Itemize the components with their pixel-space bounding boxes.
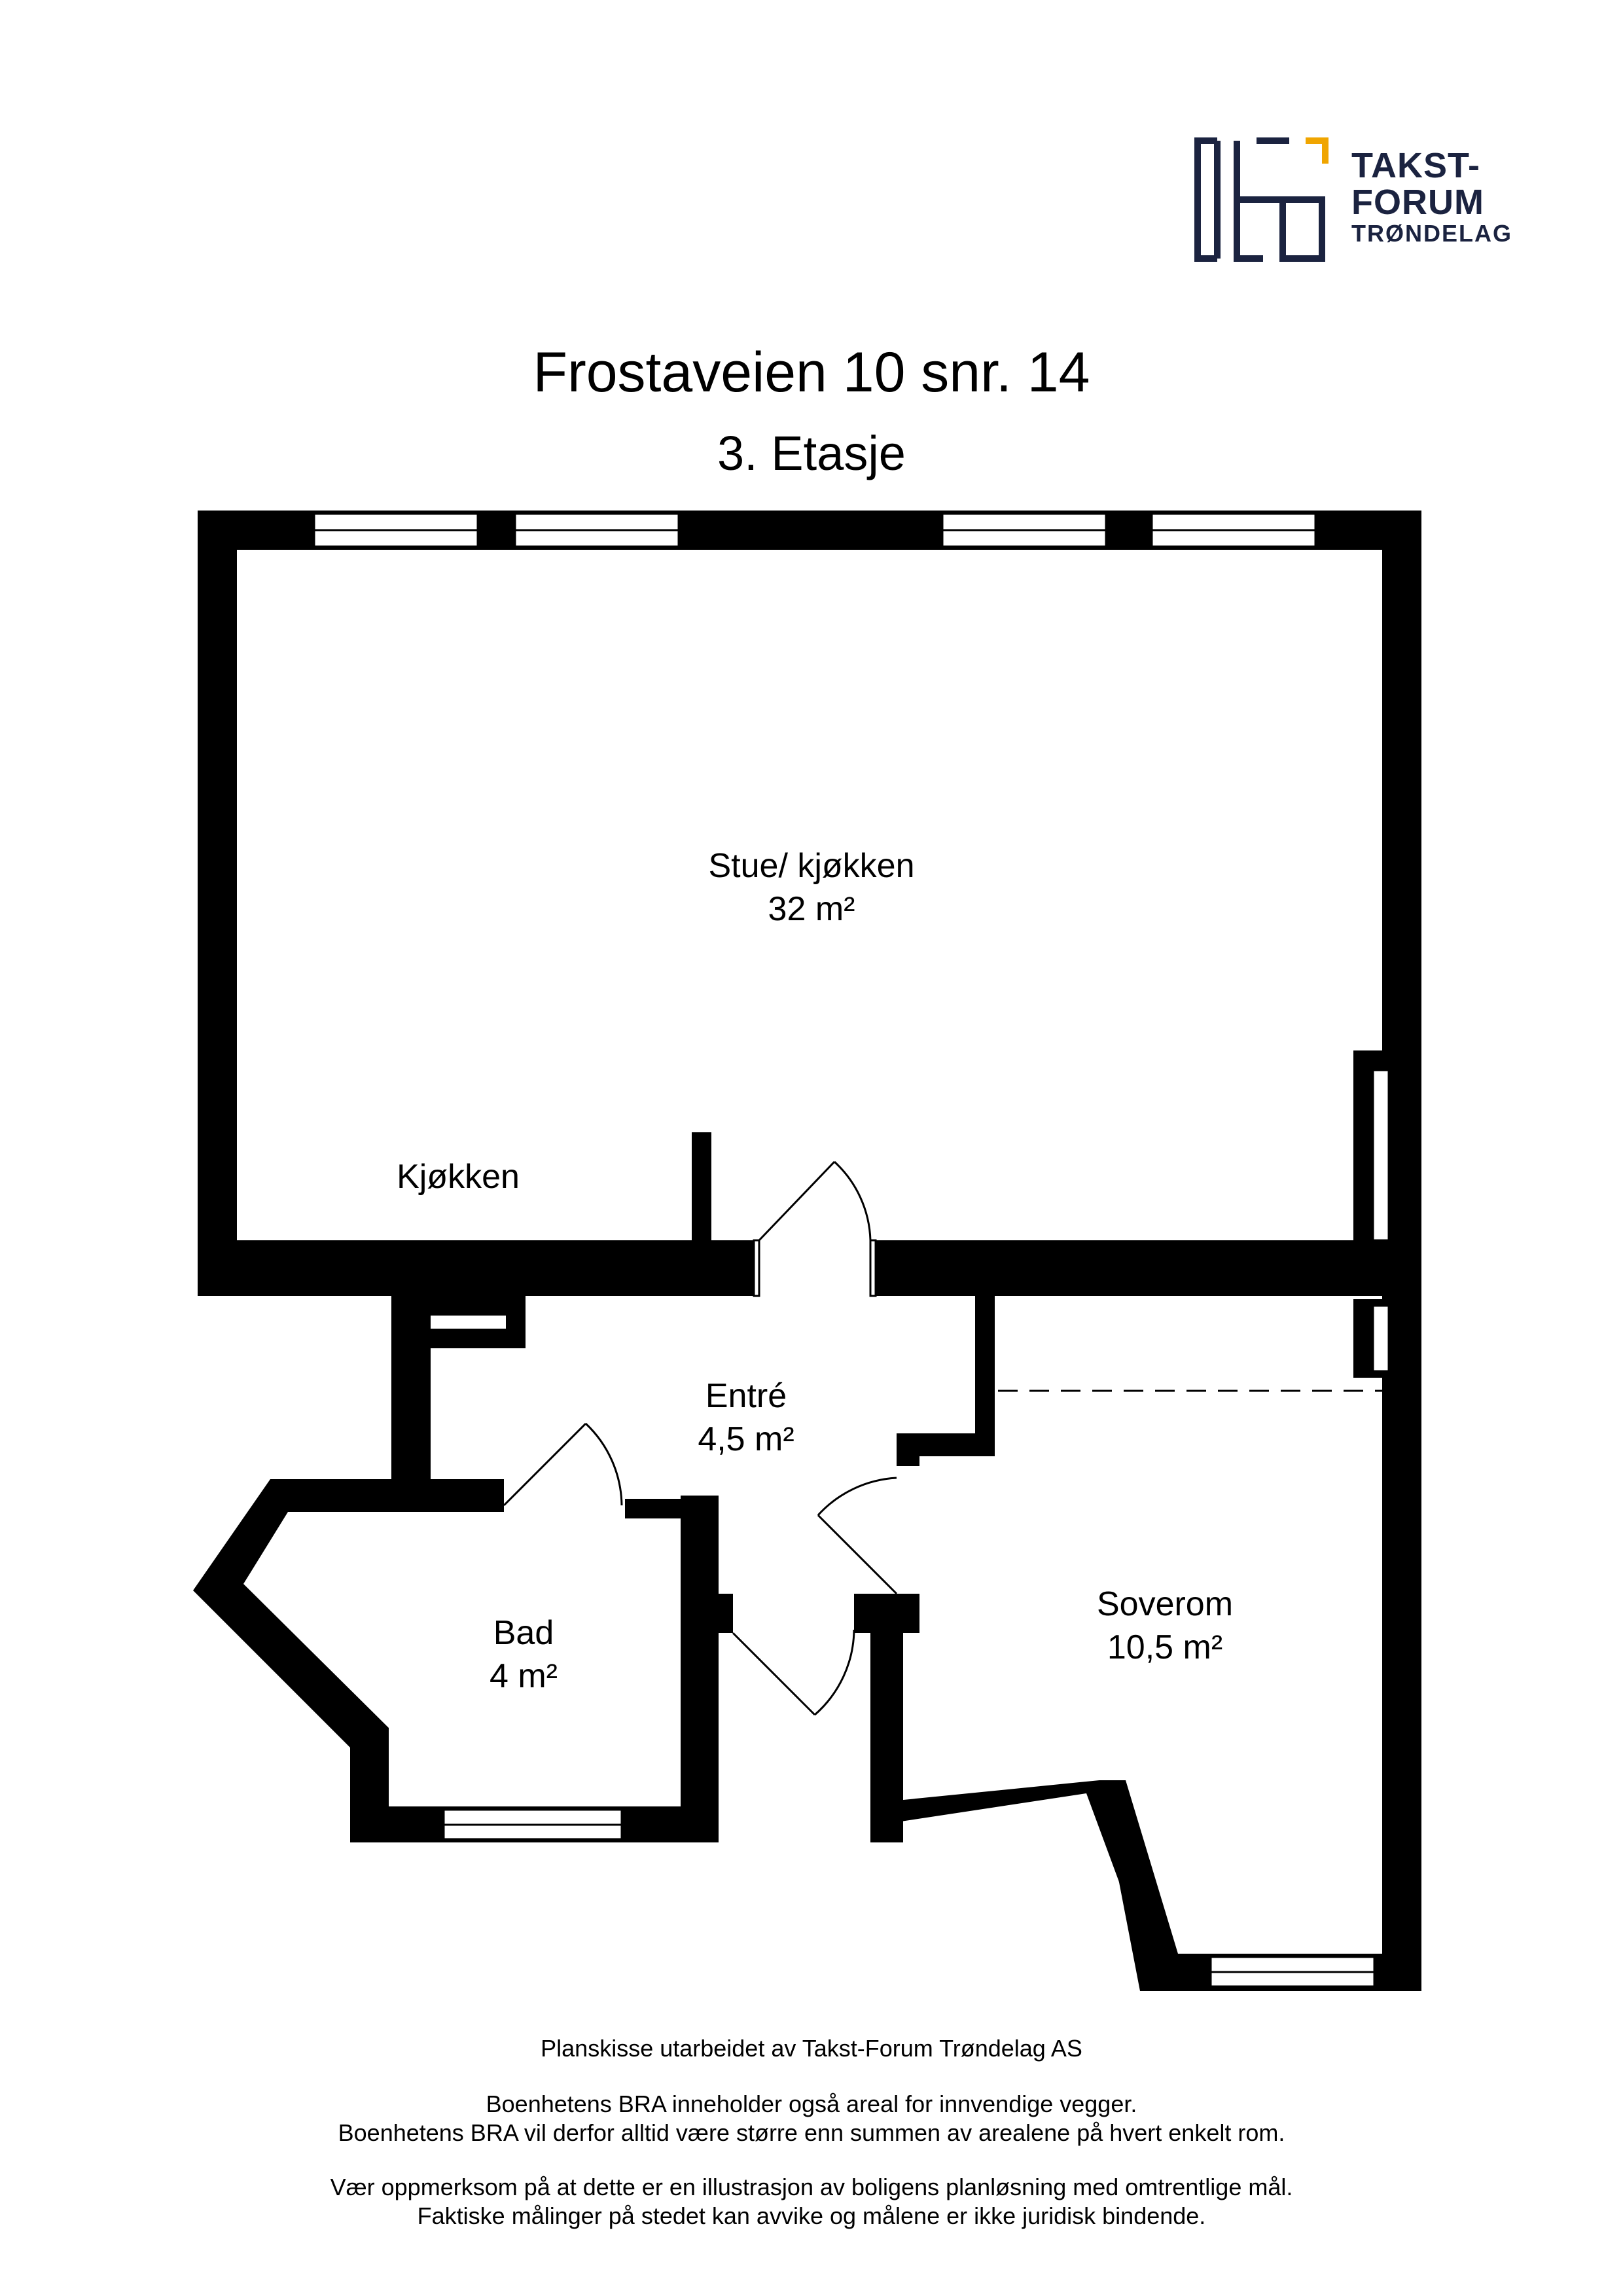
room-living-name: Stue/ kjøkken [708,847,915,885]
room-entry: Entré 4,5 m² [698,1374,794,1461]
room-kitchen-name: Kjøkken [397,1158,520,1196]
footer-credit: Planskisse utarbeidet av Takst-Forum Trø… [541,2035,1082,2062]
room-bath-area: 4 m² [490,1657,558,1695]
footer-disclaimer-2: Faktiske målinger på stedet kan avvike o… [417,2202,1206,2229]
page-title: Frostaveien 10 snr. 14 [533,341,1090,404]
room-kitchen: Kjøkken [397,1155,520,1198]
brand-name: TAKST- FORUM TRØNDELAG [1351,147,1512,247]
footer-disclaimer-1: Vær oppmerksom på at dette er en illustr… [330,2174,1293,2200]
brand-logo: TAKST- FORUM TRØNDELAG [1191,134,1511,265]
room-living-area: 32 m² [768,890,855,928]
walls [193,511,1421,1991]
brand-line2: FORUM [1351,183,1484,222]
footer-note-2: Boenhetens BRA vil derfor alltid være st… [338,2119,1285,2146]
brand-line3: TRØNDELAG [1351,220,1512,247]
floor-label: 3. Etasje [717,426,906,480]
room-bedroom-name: Soverom [1096,1585,1234,1623]
floorplan-logo-icon [1194,137,1329,262]
room-entry-area: 4,5 m² [698,1420,794,1458]
room-bath-name: Bad [493,1614,554,1652]
room-bath: Bad 4 m² [490,1611,558,1698]
room-entry-name: Entré [705,1377,787,1415]
room-bedroom: Soverom 10,5 m² [1097,1583,1233,1669]
windows [313,512,1390,1988]
room-living: Stue/ kjøkken 32 m² [708,844,914,931]
window-lines [314,529,1374,1973]
room-bedroom-area: 10,5 m² [1107,1628,1223,1666]
footer-note-1: Boenhetens BRA inneholder også areal for… [486,2090,1137,2117]
doors [503,1160,898,1716]
brand-line1: TAKST- [1351,146,1480,185]
